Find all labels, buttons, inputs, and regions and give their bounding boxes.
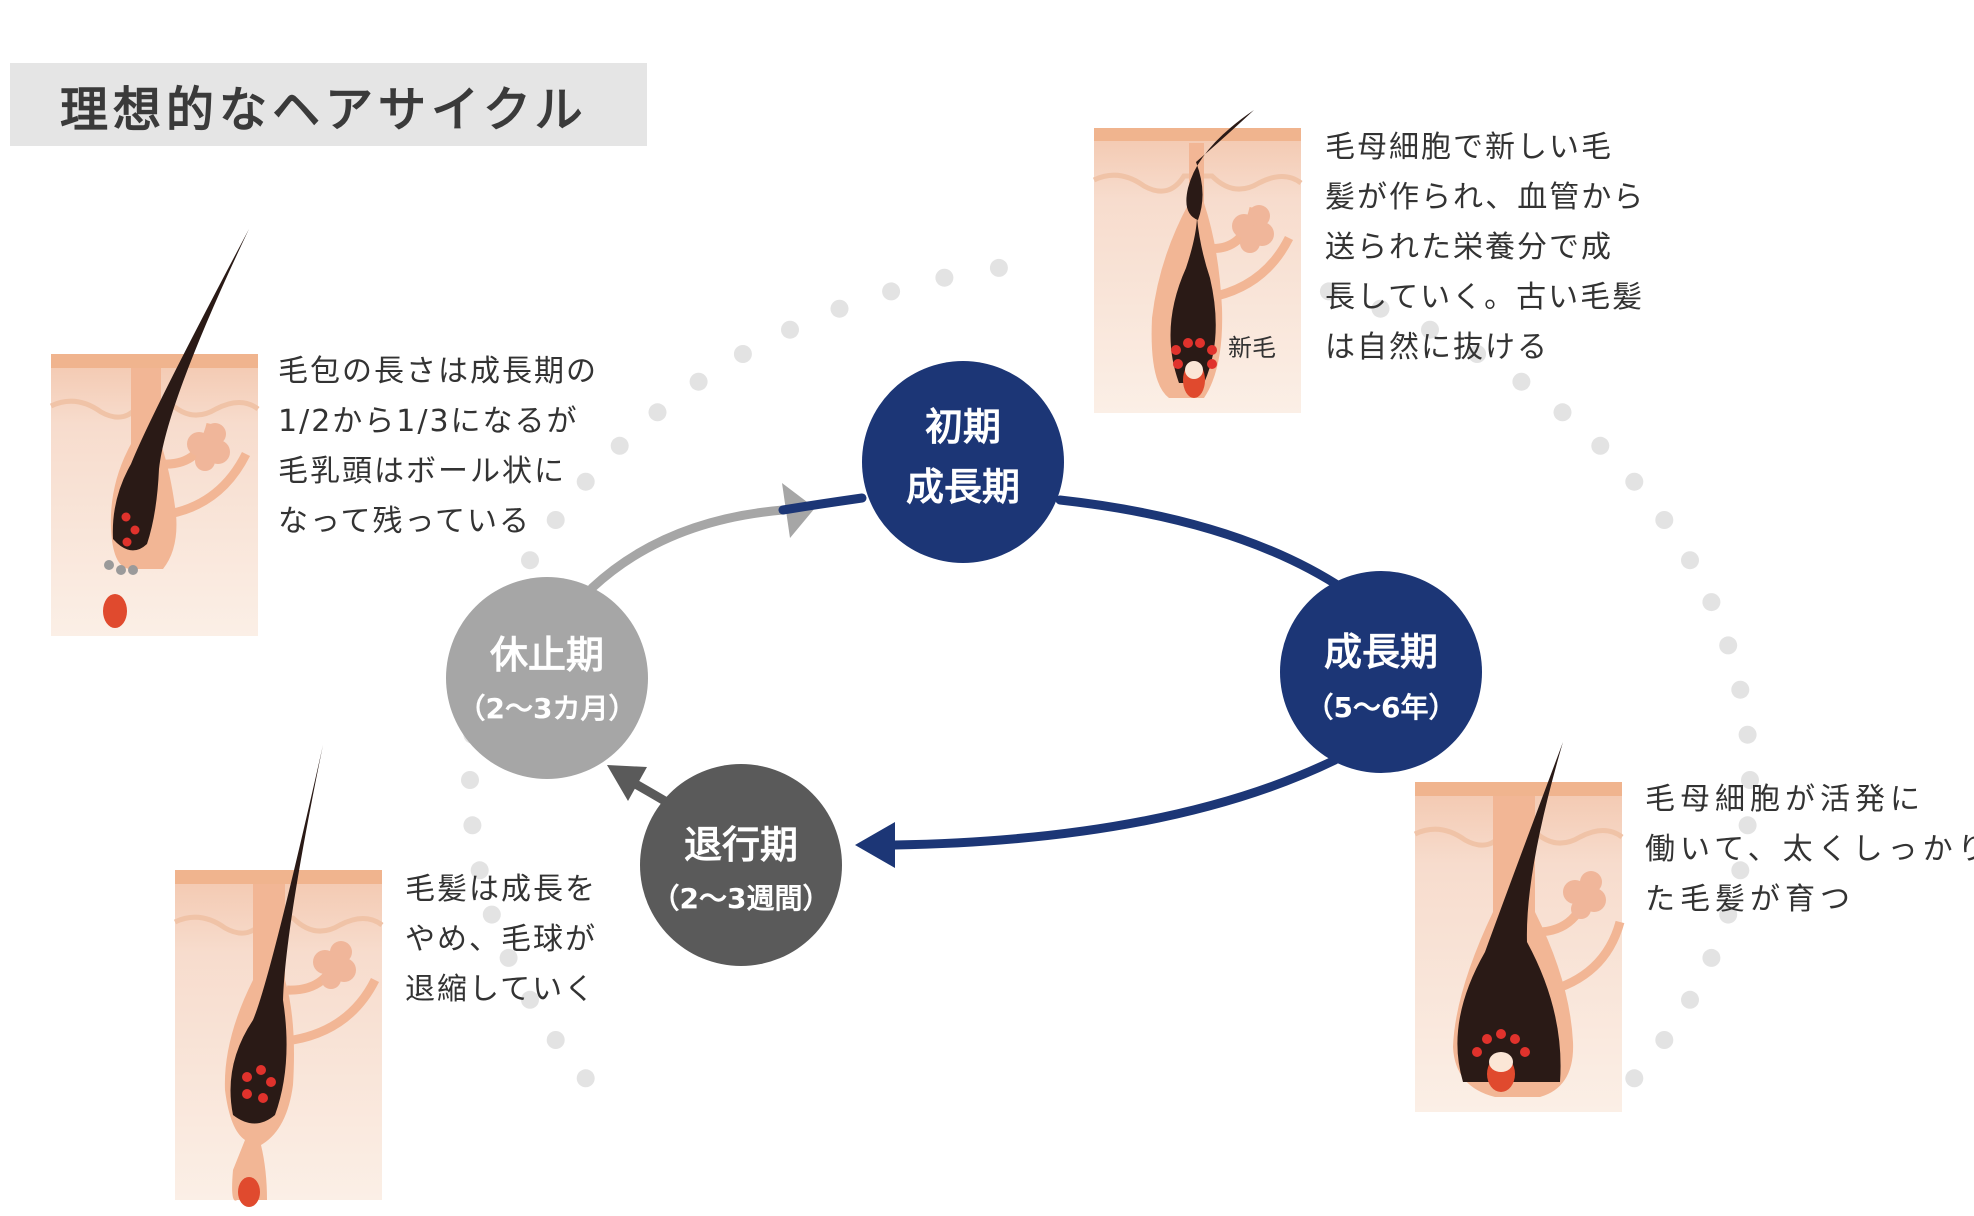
cycle-dot [1719, 905, 1738, 924]
phase-catagen: 退行期 （2〜3週間） [640, 764, 842, 966]
cycle-dot [689, 372, 708, 391]
cycle-dot [1625, 472, 1644, 491]
cycle-dot [1681, 551, 1699, 570]
early-anagen-illustration [1092, 110, 1303, 413]
cycle-dot [1655, 511, 1674, 529]
cycle-dot [989, 258, 1008, 277]
cycle-dot [830, 299, 849, 318]
old-hair-shaft [1186, 110, 1254, 220]
phase-circle [862, 361, 1064, 563]
phase-label: 初期 [925, 405, 1001, 449]
cycle-dot [935, 268, 954, 287]
skin-surface [1094, 128, 1301, 141]
anagen-description: 毛母細胞が活発に 働いて、太くしっかりし た毛髪が育つ [1645, 782, 1974, 917]
cycle-dot [1591, 436, 1610, 455]
phase-circle [640, 764, 842, 966]
cycle-dot [1625, 1069, 1644, 1088]
cycle-dot [1702, 593, 1721, 612]
cycle-dot [576, 472, 595, 491]
cycle-dot [1553, 403, 1572, 422]
catagen-description: 毛髪は成長を やめ、毛球が 退縮していく [405, 872, 597, 1007]
cycle-dot [1681, 990, 1699, 1009]
arrow-into-telogen [607, 765, 647, 801]
cycle-dot [461, 771, 479, 789]
phase-duration: （2〜3週間） [652, 882, 831, 915]
title-banner: 理想的なヘアサイクル [10, 63, 647, 146]
phase-label: 成長期 [1324, 630, 1438, 674]
telogen-illustration [49, 229, 260, 636]
cycle-dot [1512, 372, 1531, 391]
cycle-dot [546, 511, 565, 529]
skin-surface [51, 354, 258, 368]
dermal-papilla-ball [103, 594, 127, 628]
sebaceous-gland [1232, 205, 1274, 253]
cycle-dot [1738, 816, 1757, 835]
cycle-dot [499, 948, 518, 967]
phase-circle [446, 577, 648, 779]
cycle-dot [1719, 636, 1738, 655]
cycle-dot [882, 282, 901, 301]
residual-cells [104, 512, 140, 575]
cycle-dot [610, 436, 629, 455]
cycle-dot [1421, 320, 1439, 339]
page-title: 理想的なヘアサイクル [60, 81, 588, 138]
club-hair [112, 229, 249, 551]
cycle-dot [521, 990, 539, 1009]
arc-early-to-anagen [1055, 495, 1350, 595]
new-hair-label: 新毛 [1228, 334, 1276, 362]
phase-circle [1280, 571, 1482, 773]
phase-early-anagen: 初期 成長期 [862, 361, 1064, 563]
phase-duration: （2〜3カ月） [458, 692, 637, 725]
cycle-dot [1702, 948, 1721, 967]
hair-shaft [230, 745, 323, 1124]
arrow-into-catagen [855, 822, 895, 868]
skin-surface [1415, 782, 1622, 796]
cycle-dot [1655, 1031, 1674, 1049]
cycle-dot [1741, 771, 1759, 789]
cycle-dot [463, 816, 482, 835]
sebaceous-gland [1563, 871, 1606, 919]
phase-anagen: 成長期 （5〜6年） [1280, 571, 1482, 773]
cycle-dot [648, 403, 667, 422]
cycle-dot [781, 320, 799, 339]
hair-shaft [1457, 742, 1563, 1082]
hair-matrix-cells [242, 1065, 276, 1103]
early-anagen-description: 毛母細胞で新しい毛 髪が作られ、血管から 送られた栄養分で成 長していく。古い毛… [1325, 130, 1646, 365]
phase-telogen: 休止期 （2〜3カ月） [446, 577, 648, 779]
arc-telogen-to-early [587, 505, 788, 593]
cycle-dot [482, 905, 501, 924]
cycle-dot [733, 345, 752, 363]
arc-anagen-to-catagen [890, 755, 1340, 850]
phase-duration: （5〜6年） [1306, 691, 1457, 724]
sebaceous-gland [313, 941, 356, 989]
arc-into-early-anagen [778, 493, 867, 515]
phase-label-sub: 成長期 [906, 465, 1020, 509]
telogen-description: 毛包の長さは成長期の 1/2から1/3になるが 毛乳頭はボール状に なって残って… [278, 354, 598, 539]
hair-matrix-cells [1171, 338, 1217, 369]
cycle-ring [587, 483, 1350, 868]
phase-label: 休止期 [489, 633, 604, 677]
cycle-dot [1738, 725, 1757, 744]
cycle-dot [1319, 282, 1338, 301]
cycle-dot [470, 861, 489, 880]
cycle-dot [1731, 861, 1750, 880]
cycle-dot [1468, 345, 1487, 363]
skin-surface [175, 870, 382, 884]
catagen-illustration [173, 745, 384, 1207]
cycle-dot [1371, 299, 1390, 318]
phase-label: 退行期 [684, 823, 798, 867]
cycle-dot [1731, 680, 1750, 699]
sebaceous-gland [187, 423, 230, 471]
cycle-dot [546, 1031, 565, 1049]
cycle-dot [576, 1069, 595, 1088]
hair-matrix-cells [1472, 1029, 1530, 1057]
anagen-illustration [1413, 742, 1625, 1112]
dermal-papilla [238, 1177, 260, 1207]
cycle-dot [521, 551, 539, 570]
